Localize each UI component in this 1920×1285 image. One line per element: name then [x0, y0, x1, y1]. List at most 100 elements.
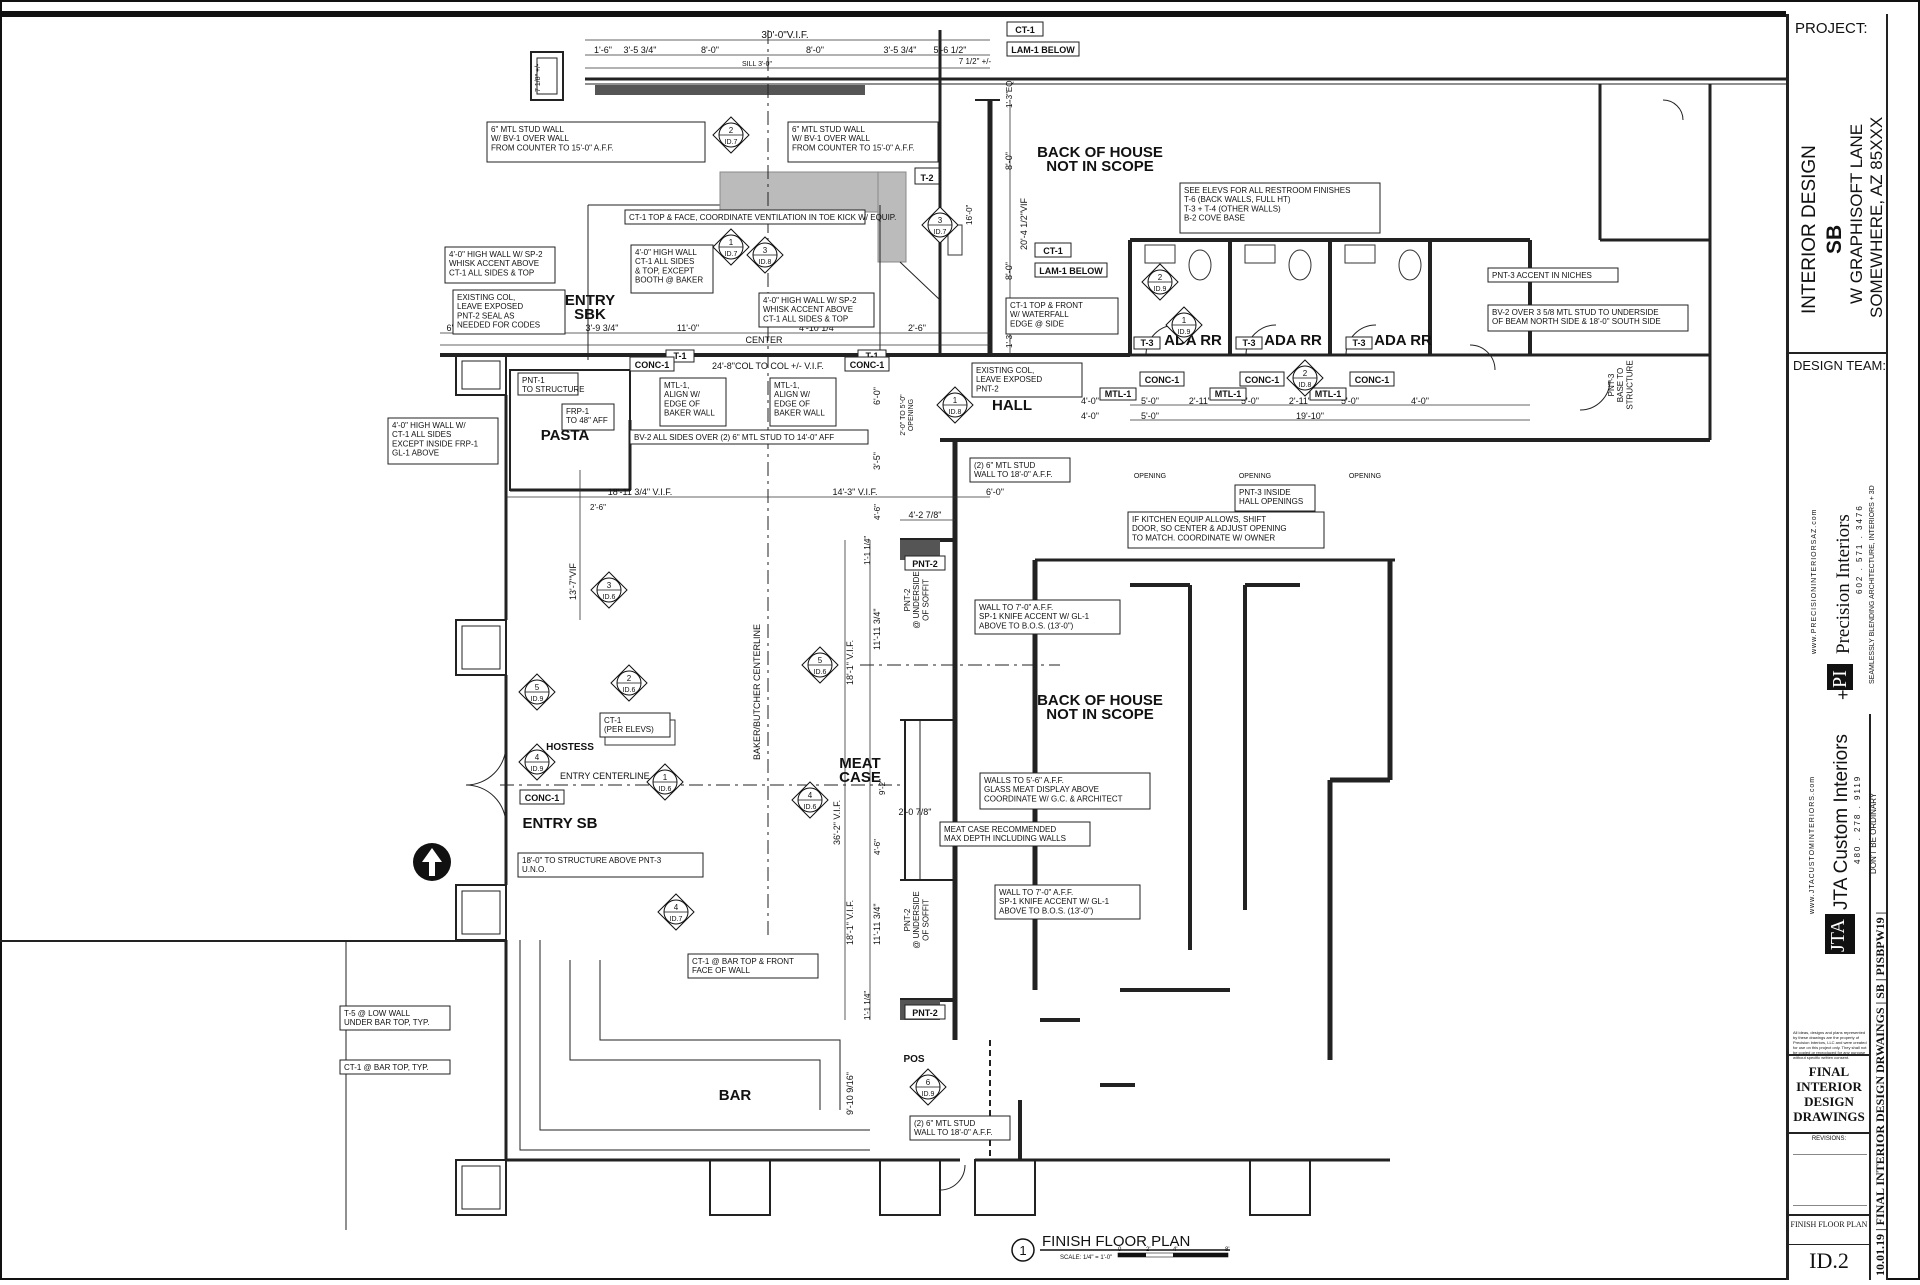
dim-rr-bot-3: 19'-10": [1296, 411, 1324, 421]
finish-tag-conc1e: CONC-1: [1355, 375, 1390, 385]
elevation-marker-number: 1: [1182, 316, 1187, 325]
room-pasta: PASTA: [541, 427, 590, 444]
callout-note-n32: PNT-2@ UNDERSIDEOF SOFFIT: [903, 571, 930, 628]
elevation-marker-sheet: ID.8: [1299, 382, 1312, 389]
finish-tag-mtl1a: MTL-1: [1105, 389, 1132, 399]
callout-note-box: [971, 362, 1083, 398]
dim-right-col-1: 18'-1" V.I.F.: [845, 640, 855, 685]
elevation-marker: [1286, 359, 1324, 397]
elevation-marker-sheet: ID.8: [949, 409, 962, 416]
dim-rr-top: 2'-11": [1289, 396, 1311, 406]
callout-note-box: [758, 292, 875, 328]
side-strip: 10.01.19 | FINAL INTERIOR DESIGN DRWAING…: [1873, 911, 1887, 1276]
finish-tag-box: [519, 789, 565, 805]
dim-rr-top: 4'-0": [1411, 396, 1429, 406]
callout-note-n22: WALL TO 7'-0" A.F.F.SP-1 KNIFE ACCENT W/…: [979, 603, 1090, 630]
callout-note-n3: CT-1 TOP & FACE, COORDINATE VENTILATION …: [629, 213, 896, 222]
elevation-marker-sheet: ID.6: [659, 786, 672, 793]
finish-tag-box: [1235, 336, 1263, 350]
sheet-name: FINISH FLOOR PLAN: [1789, 1214, 1869, 1229]
room-ada-3: ADA RR: [1374, 332, 1432, 349]
dim-inner-4: 1'-1 1/4": [863, 991, 872, 1020]
elevation-marker-number: 1: [729, 238, 734, 247]
drawing-title: FINISH FLOOR PLAN: [1042, 1233, 1190, 1250]
dim-top-7: 7 1/8" +/-: [535, 63, 542, 92]
finish-tag-box: [1133, 336, 1161, 350]
finish-tag-box: [1034, 242, 1072, 258]
elevation-marker-number: 1: [663, 773, 668, 782]
elevation-marker: [801, 646, 839, 684]
finish-tag-box: [1034, 262, 1108, 278]
dim-top-segment: 1'-6": [594, 45, 612, 55]
callout-note-box: [339, 1005, 451, 1031]
callout-note-n35: 2'-0" TO 5'-0"OPENING: [900, 394, 915, 436]
elevation-marker: [518, 743, 556, 781]
finish-tag-conc1d: CONC-1: [1245, 375, 1280, 385]
elevation-marker-sheet: ID.9: [922, 1091, 935, 1098]
dim-vertical-left: 13'-7"VIF: [568, 563, 578, 600]
dim-col-to-col: 24'-8"COL TO COL +/- V.I.F.: [712, 361, 824, 371]
callout-note-n34: PNT-3BASE TOSTRUCTURE: [1607, 360, 1634, 409]
elevation-marker-number: 2: [1303, 369, 1308, 378]
callout-note-n25: WALL TO 7'-0" A.F.F.SP-1 KNIFE ACCENT W/…: [999, 888, 1110, 915]
revisions-label: REVISIONS:: [1789, 1132, 1869, 1142]
callout-note-box: [687, 953, 819, 979]
elevation-marker-number: 4: [674, 903, 679, 912]
finish-tag-box: [629, 356, 675, 372]
elevation-marker: [1141, 263, 1179, 301]
dim-eq-1: 1'-3"EQ: [1005, 81, 1014, 109]
finish-tag-mtl1c: MTL-1: [1315, 389, 1342, 399]
sheet-number: ID.2: [1789, 1244, 1869, 1274]
elevation-marker-number: 3: [607, 581, 612, 590]
elevation-marker: [712, 228, 750, 266]
elevation-marker-number: 2: [1158, 273, 1163, 282]
opening-label-2: OPENING: [1239, 473, 1271, 480]
finish-tag-pnt2b: PNT-2: [912, 1008, 938, 1018]
dim-top-segment: 3'-5 3/4": [624, 45, 657, 55]
dim-lower-2: 14'-3" V.I.F.: [832, 487, 877, 497]
elevation-marker: [610, 664, 648, 702]
callout-note-box: [486, 121, 706, 163]
elevation-marker-sheet: ID.7: [725, 251, 738, 258]
dim-inner-7: 9'-2": [878, 779, 887, 795]
dim-vif-20: 20'-4 1/2"VIF: [1019, 198, 1029, 250]
callout-note-box: [979, 772, 1151, 810]
jta-logo-text: JTA: [1827, 919, 1849, 952]
dim-inner-5: 4'-6": [873, 504, 882, 520]
callout-note-box: [1127, 511, 1325, 549]
elevation-marker: [590, 571, 628, 609]
centerline-guides: [500, 30, 1060, 940]
room-hall: HALL: [992, 397, 1032, 414]
dim-8-1: 8'-0": [1004, 152, 1014, 170]
dim-center: CENTER: [745, 335, 783, 345]
dim-rr-bot-1: 4'-0": [1081, 411, 1099, 421]
dim-inner-6: 4'-6": [873, 839, 882, 855]
callout-note-n18: BV-2 ALL SIDES OVER (2) 6" MTL STUD TO 1…: [634, 433, 834, 442]
room-hostess: HOSTESS: [546, 742, 594, 753]
pi-tagline: SEAMLESSLY BLENDING ARCHITECTURE, INTERI…: [1869, 485, 1876, 684]
dim-rr-top: 5'-0": [1241, 396, 1259, 406]
room-entry-sb: ENTRY SB: [522, 815, 597, 832]
finish-tag-t2b: T-2: [920, 173, 933, 183]
callout-note-box: [444, 246, 556, 284]
elevation-marker-sheet: ID.6: [623, 687, 636, 694]
elevation-marker-sheet: ID.9: [531, 696, 544, 703]
room-ada-2: ADA RR: [1264, 332, 1322, 349]
side-strip-divider: [1869, 714, 1871, 1280]
elevation-marker-number: 1: [953, 396, 958, 405]
dim-right-col-3: 18'-1" V.I.F.: [845, 900, 855, 945]
project-line-1: INTERIOR DESIGN: [1799, 145, 1820, 314]
dim-hall-2: 3'-5": [872, 452, 882, 470]
